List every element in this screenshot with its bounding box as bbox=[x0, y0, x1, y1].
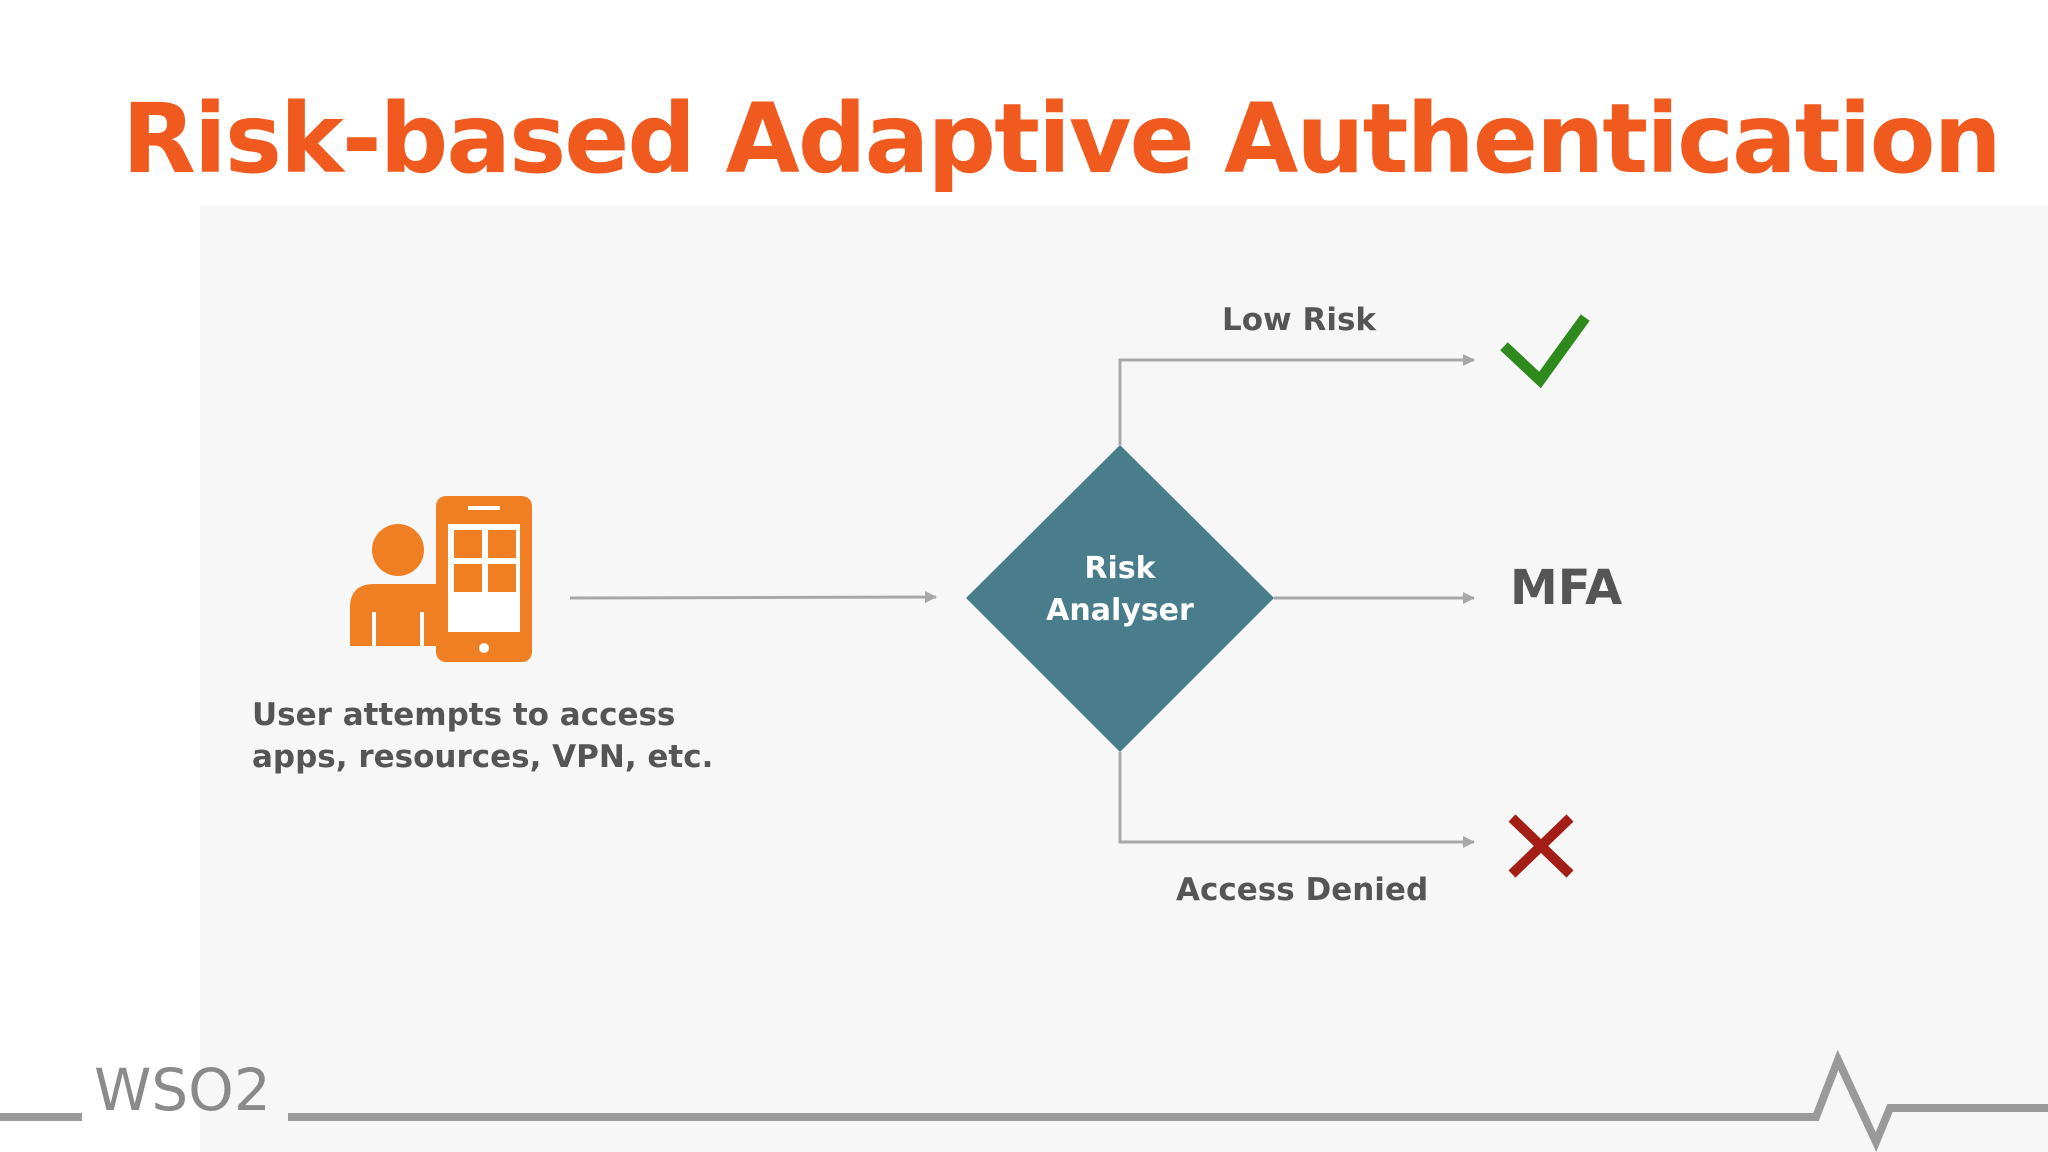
user-caption-line1: User attempts to access bbox=[252, 697, 676, 733]
low-risk-label: Low Risk bbox=[1222, 302, 1377, 338]
wso2-logo-text: WSO2 bbox=[94, 1056, 271, 1124]
user-with-mobile-app-icon bbox=[350, 496, 532, 662]
risk-analyser-label-line2: Analyser bbox=[1046, 593, 1194, 628]
risk-analyser-diamond bbox=[966, 445, 1274, 752]
wso2-logo-icon: WSO2 bbox=[94, 1056, 271, 1124]
cross-icon bbox=[1508, 814, 1574, 878]
user-caption-line2: apps, resources, VPN, etc. bbox=[252, 739, 714, 775]
mfa-label: MFA bbox=[1510, 560, 1623, 616]
heartbeat-pulse-icon bbox=[288, 1049, 2048, 1152]
slide-title: Risk-based Adaptive Authentication bbox=[122, 83, 2002, 195]
low-risk-connector bbox=[1118, 354, 1475, 445]
risk-analyser-label-line1: Risk bbox=[1084, 551, 1156, 586]
access-denied-connector bbox=[1118, 752, 1475, 848]
user-caption: User attempts to access apps, resources,… bbox=[252, 694, 732, 778]
user-to-analyser-arrow bbox=[569, 591, 937, 604]
risk-analyser-label: Risk Analyser bbox=[1020, 548, 1220, 632]
access-denied-label: Access Denied bbox=[1176, 872, 1429, 908]
checkmark-icon bbox=[1500, 314, 1590, 389]
